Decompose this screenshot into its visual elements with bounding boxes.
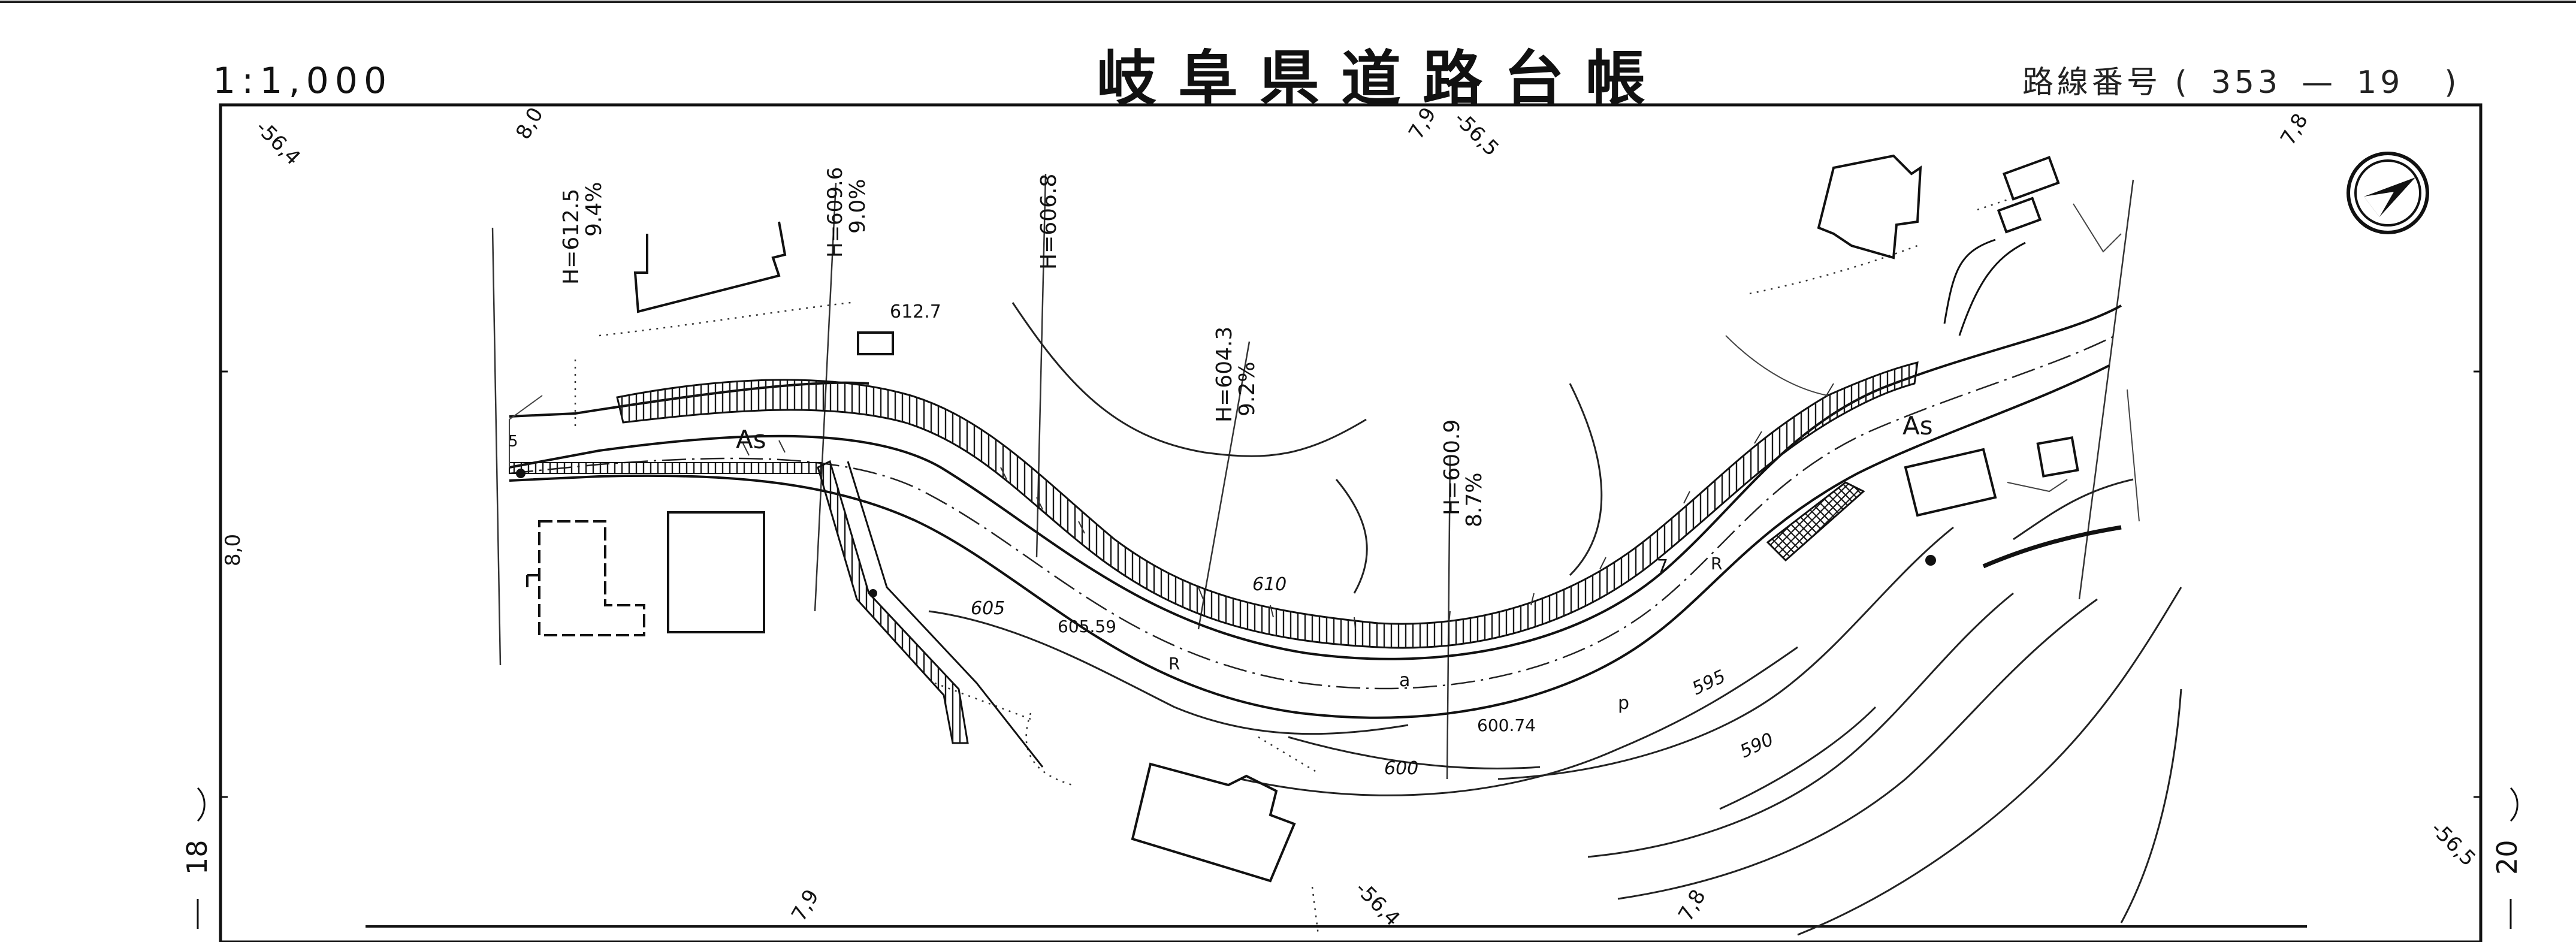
elevation-610: 610 <box>1252 574 1287 595</box>
route-dash: — <box>2302 65 2337 101</box>
map-frame <box>219 103 2483 942</box>
elevation-590: 590 <box>1737 729 1777 762</box>
route-number: 353 <box>2210 65 2282 101</box>
survey-h-612-5: H=612.5 <box>559 189 584 285</box>
slope-path <box>847 461 1044 768</box>
route-close-paren: ) <box>2444 65 2460 101</box>
route-open-paren: ( <box>2175 65 2191 101</box>
building-nw <box>633 221 787 313</box>
spot-height-right-edge: -56,5 <box>2426 817 2480 871</box>
road-mark-r-2: R <box>1711 554 1722 573</box>
ne-ramp-2 <box>1958 241 2026 336</box>
shed-ne-2 <box>1997 197 2042 234</box>
slope-symbols <box>742 383 1834 630</box>
ne-ramp <box>1943 238 1996 324</box>
survey-h-606-8: H=606.8 <box>1037 174 1061 270</box>
road-mark-a: a <box>1399 670 1410 691</box>
spot-height-bottom-1: 7,9 <box>787 886 824 926</box>
road-mark-p: p <box>1618 693 1629 714</box>
survey-grade-8-7: 8.7% <box>1462 473 1487 527</box>
elevation-600-74: 600.74 <box>1477 715 1536 735</box>
building-west-2 <box>538 520 645 636</box>
north-arrow-icon <box>2347 152 2429 234</box>
survey-grade-9-0: 9.0% <box>845 179 870 234</box>
map-scale: 1:1,000 <box>213 60 393 102</box>
spot-height-top-left-2: 8,0 <box>511 104 548 144</box>
parcel-lines <box>509 203 2140 522</box>
slope-wall <box>817 460 969 744</box>
sheet-ref-left: 18 <box>181 840 213 875</box>
elevation-605-59: 605.59 <box>1058 617 1116 636</box>
survey-h-609-6: H=609.6 <box>823 167 847 258</box>
road-mark-7: 7 <box>1657 556 1668 577</box>
sheet-ref-right: 20 <box>2491 840 2523 875</box>
benchmark-dots <box>516 469 1936 597</box>
sheet-ref-brackets <box>197 787 2518 929</box>
elevation-595: 595 <box>1689 666 1729 699</box>
survey-h-600-9: H=600.9 <box>1440 419 1464 515</box>
shed-east <box>2036 436 2079 478</box>
shed-small <box>857 331 894 355</box>
building-south <box>1131 762 1296 883</box>
elevation-600: 600 <box>1384 758 1418 779</box>
spot-height-top-center-1: 7,9 <box>1404 104 1441 144</box>
shed-ne-1 <box>2002 156 2060 201</box>
building-west-1 <box>667 511 765 633</box>
road-mark-5: 5 <box>508 433 518 451</box>
elevation-612-7: 612.7 <box>890 301 941 322</box>
road-centerline <box>509 334 2116 690</box>
route-section: 19 <box>2357 65 2404 101</box>
boundary-lines <box>574 197 2014 935</box>
building-east-1 <box>1904 448 1997 517</box>
spot-height-top-right: 7,8 <box>2276 110 2313 150</box>
survey-grade-9-4: 9.4% <box>582 182 606 237</box>
retaining-wall-north <box>616 361 1919 649</box>
grid-ticks <box>221 370 2481 798</box>
contour-lines <box>928 302 2182 936</box>
spot-height-top-center-2: -56,5 <box>1449 107 1503 161</box>
spot-height-top-left-corner: -56,4 <box>251 116 305 170</box>
road-surface-as-west: As <box>736 425 766 454</box>
spot-height-bottom-2: -56,4 <box>1351 877 1405 931</box>
crosshatched-wall <box>1766 481 1865 562</box>
route-label: 路線番号 <box>2022 65 2162 101</box>
route-number-block: 路線番号 (353 — 19) <box>2022 57 2460 102</box>
building-west-3 <box>526 574 539 587</box>
elevation-605: 605 <box>971 598 1005 619</box>
survey-h-604-3: H=604.3 <box>1212 327 1237 422</box>
page-title: 岐阜県道路台帳 <box>1097 44 1667 114</box>
road-mark-r-1: R <box>1168 654 1180 674</box>
east-wall <box>1982 525 2122 569</box>
road-surface-as-east: As <box>1902 411 1933 440</box>
buildings <box>526 154 2122 883</box>
survey-grade-9-2: 9.2% <box>1235 362 1260 416</box>
spot-height-bottom-3: 7,8 <box>1674 886 1711 926</box>
spot-height-left-edge: 8,0 <box>221 534 245 566</box>
building-ne-1 <box>1817 154 1922 259</box>
